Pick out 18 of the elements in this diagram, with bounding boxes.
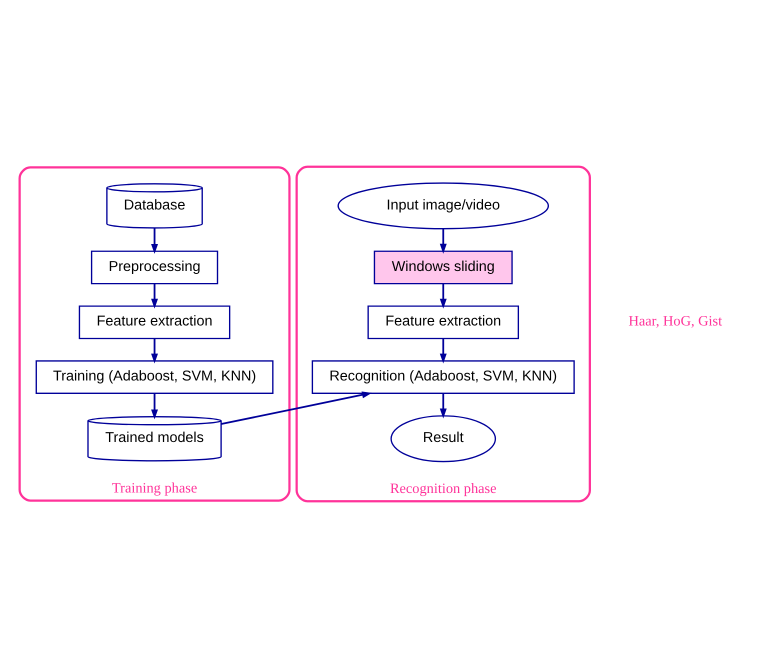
arrow (440, 393, 447, 418)
node-box: Feature extraction (78, 305, 230, 340)
arrow (440, 284, 447, 309)
node-box: Recognition (Adaboost, SVM, KNN) (312, 360, 575, 394)
arrow (151, 284, 158, 309)
label: Haar, HoG, Gist (628, 314, 722, 330)
arrow (151, 393, 158, 420)
node-box: Windows sliding (374, 250, 513, 284)
arrow (151, 338, 158, 364)
arrow (151, 228, 158, 254)
arrow (440, 229, 447, 254)
node-ellipse: Result (390, 415, 496, 462)
node-ellipse: Input image/video (337, 182, 550, 230)
arrow (440, 338, 447, 364)
node-box: Preprocessing (90, 250, 218, 284)
arrow (221, 391, 372, 425)
node-box: Feature extraction (367, 305, 520, 340)
node-box: Training (Adaboost, SVM, KNN) (36, 360, 274, 394)
